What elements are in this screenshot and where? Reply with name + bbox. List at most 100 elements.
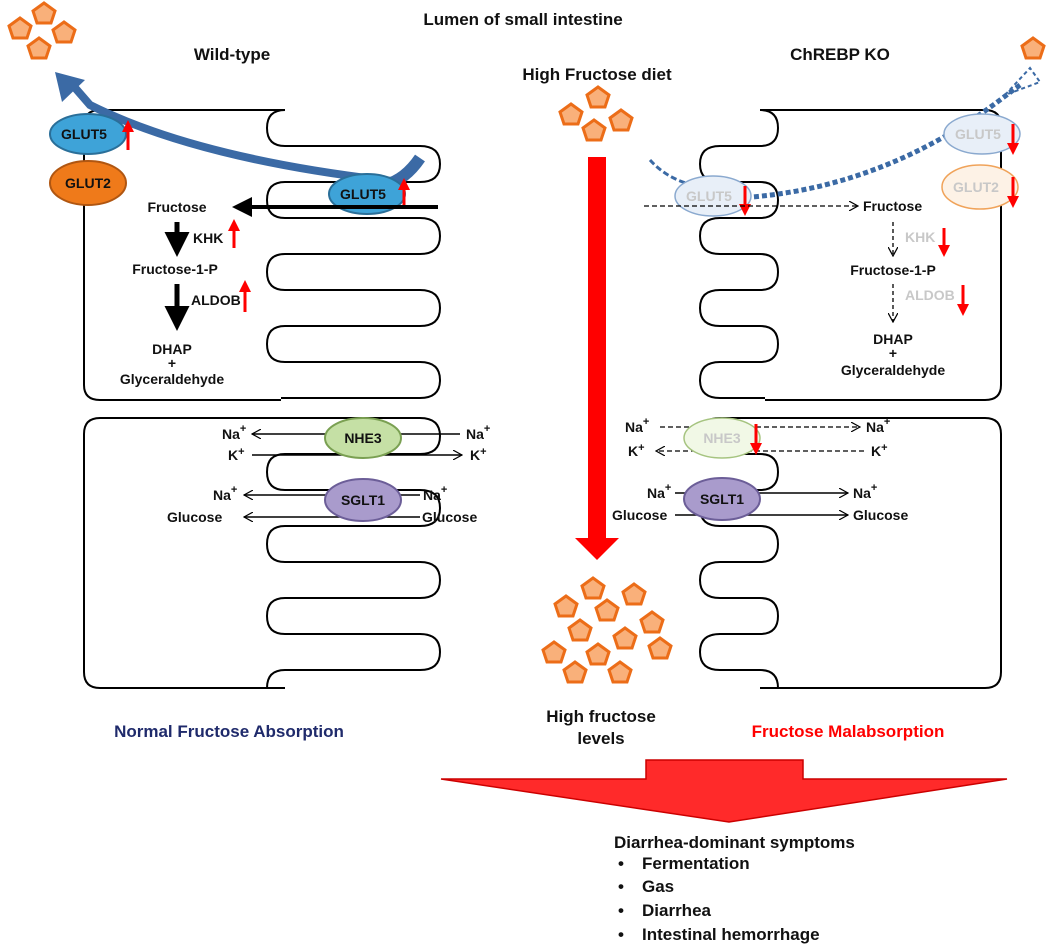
fructose-molecule [581, 118, 607, 142]
wt-dhap: DHAP [152, 341, 192, 357]
wt-fructose: Fructose [147, 199, 206, 215]
fructose-molecule [621, 582, 647, 606]
diet-label: High Fructose diet [522, 65, 672, 84]
levels-label-line2: levels [577, 729, 624, 748]
ko-nhe3-label: NHE3 [703, 430, 741, 446]
symptom-bullet: • [618, 854, 624, 873]
fructose-molecule [585, 85, 611, 109]
symptoms-title: Diarrhea-dominant symptoms [614, 833, 855, 852]
wt-nhe3[interactable]: NHE3 [324, 417, 402, 459]
normal-absorption-caption: Normal Fructose Absorption [114, 722, 344, 741]
symptoms-list: • Fermentation • Gas • Diarrhea • Intest… [618, 854, 820, 944]
wt-glyceraldehyde: Glyceraldehyde [120, 371, 224, 387]
glut5-trafficking-arrow [66, 79, 401, 186]
malabsorption-caption: Fructose Malabsorption [752, 722, 945, 741]
wt-k-right: K+ [470, 446, 487, 463]
fructose-molecules-diet [558, 85, 634, 142]
ko-aldob: ALDOB [905, 287, 955, 303]
fructose-molecule [567, 618, 593, 642]
ko-glut5-apical-label: GLUT5 [686, 188, 732, 204]
symptom-bullet: • [618, 877, 624, 896]
fructose-molecule [585, 642, 611, 666]
ko-fructose-1-p: Fructose-1-P [850, 262, 936, 278]
ko-lower-cell [698, 417, 1002, 689]
ko-glut5-basolateral-label: GLUT5 [955, 126, 1001, 142]
symptom-bullet: • [618, 901, 624, 920]
ko-na-right: Na+ [866, 416, 890, 435]
ko-khk: KHK [905, 229, 935, 245]
wt-sglt1-label: SGLT1 [341, 492, 385, 508]
wt-glucose-left: Glucose [167, 509, 222, 525]
ko-glut2-label: GLUT2 [953, 179, 999, 195]
wt-glut5-basolateral[interactable]: GLUT5 [49, 113, 127, 155]
wt-sglt1[interactable]: SGLT1 [324, 478, 402, 522]
lumen-title: Lumen of small intestine [423, 10, 622, 29]
ko-k-right: K+ [871, 442, 888, 459]
outcome-arrow [440, 759, 1008, 823]
ko-plus: + [889, 345, 897, 361]
fructose-molecules-topleft [7, 1, 77, 60]
wt-glut5-apical-label: GLUT5 [340, 186, 386, 202]
ko-glucose-left: Glucose [612, 507, 667, 523]
symptom-item: Intestinal hemorrhage [642, 925, 820, 944]
ko-title: ChREBP KO [790, 45, 890, 64]
ko-glut5-trafficking-arrowhead [1004, 66, 1042, 96]
ko-glut5-trafficking-tail [648, 158, 701, 188]
fructose-molecule [607, 660, 633, 684]
fructose-molecule [594, 598, 620, 622]
ko-k-left: K+ [628, 442, 645, 459]
fructose-molecule [541, 640, 567, 664]
ko-sglt1-label: SGLT1 [700, 491, 744, 507]
ko-upper-cell [698, 109, 1002, 401]
fructose-molecule [608, 108, 634, 132]
ko-glucose-right: Glucose [853, 507, 908, 523]
fructose-molecule [639, 610, 665, 634]
ko-glut5-basolateral[interactable]: GLUT5 [943, 113, 1021, 155]
wt-khk: KHK [193, 230, 223, 246]
ko-dhap: DHAP [873, 331, 913, 347]
fructose-molecule [553, 594, 579, 618]
wildtype-title: Wild-type [194, 45, 270, 64]
wt-plus: + [168, 355, 176, 371]
wt-glut5-basolateral-label: GLUT5 [61, 126, 107, 142]
wt-k-left: K+ [228, 446, 245, 463]
ko-glut2[interactable]: GLUT2 [941, 164, 1019, 210]
levels-label-line1: High fructose [546, 707, 656, 726]
fructose-molecule [562, 660, 588, 684]
ko-glut5-apical[interactable]: GLUT5 [674, 175, 752, 217]
fructose-molecule [31, 1, 57, 25]
wt-nhe3-label: NHE3 [344, 430, 382, 446]
fructose-molecule [558, 102, 584, 126]
wt-glut2-label: GLUT2 [65, 175, 111, 191]
wildtype-upper-cell [83, 109, 442, 401]
ko-sglt1[interactable]: SGLT1 [683, 477, 761, 521]
wildtype-lower-cell [83, 417, 442, 689]
wt-glucose-right: Glucose [422, 509, 477, 525]
fructose-molecule [580, 576, 606, 600]
ko-na-left: Na+ [625, 416, 649, 435]
wt-na-sglt1-right: Na+ [423, 484, 447, 503]
ko-na-sglt1-left: Na+ [647, 482, 671, 501]
wt-na-left: Na+ [222, 423, 246, 442]
wt-glut2[interactable]: GLUT2 [49, 160, 127, 206]
wt-na-sglt1-left: Na+ [213, 484, 237, 503]
high-fructose-flow-arrow [575, 157, 619, 560]
fructose-molecule [51, 20, 77, 44]
ko-fructose: Fructose [863, 198, 922, 214]
wt-na-right: Na+ [466, 423, 490, 442]
ko-nhe3[interactable]: NHE3 [683, 417, 761, 459]
fructose-molecules-accumulated [541, 576, 673, 684]
fructose-molecule [26, 36, 52, 60]
glut5-trafficking-arrowhead [55, 72, 85, 102]
fructose-molecule-ko-escaped [1020, 36, 1046, 60]
symptom-item: Fermentation [642, 854, 750, 873]
fructose-molecule [7, 16, 33, 40]
wt-fructose-1-p: Fructose-1-P [132, 261, 218, 277]
symptom-item: Gas [642, 877, 674, 896]
fructose-molecule [647, 636, 673, 660]
symptom-item: Diarrhea [642, 901, 712, 920]
wt-aldob: ALDOB [191, 292, 241, 308]
fructose-molecule [612, 626, 638, 650]
ko-glyceraldehyde: Glyceraldehyde [841, 362, 945, 378]
